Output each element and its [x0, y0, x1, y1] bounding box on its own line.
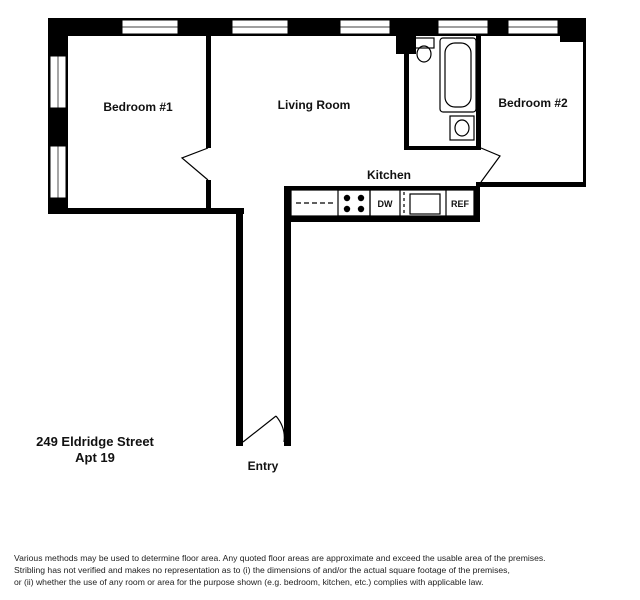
unit-number: Apt 19 — [75, 450, 115, 465]
stove — [337, 189, 371, 217]
street-address: 249 Eldridge Street — [36, 434, 154, 449]
walls — [48, 18, 586, 446]
disclaimer-line: or (ii) whether the use of any room or a… — [14, 577, 484, 587]
property-address: 249 Eldridge Street Apt 19 — [30, 434, 160, 466]
room-label-bedroom-2: Bedroom #2 — [498, 96, 568, 110]
dishwasher-label: DW — [378, 199, 393, 209]
room-label-kitchen: Kitchen — [367, 168, 411, 182]
kitchen-counter — [290, 189, 475, 217]
toilet — [413, 37, 435, 49]
room-label-living-room: Living Room — [278, 98, 351, 112]
doors — [180, 147, 501, 443]
windows — [49, 19, 559, 199]
bathtub — [439, 37, 477, 113]
disclaimer-line: Stribling has not verified and makes no … — [14, 565, 510, 575]
kitchen-sink — [409, 193, 441, 215]
disclaimer: Various methods may be used to determine… — [14, 552, 626, 588]
bathroom-fixtures — [413, 37, 477, 141]
disclaimer-line: Various methods may be used to determine… — [14, 553, 546, 563]
sink — [449, 115, 475, 141]
stove-burners — [343, 194, 365, 213]
room-label-entry: Entry — [248, 459, 279, 473]
refrigerator-label: REF — [451, 199, 470, 209]
room-label-bedroom-1: Bedroom #1 — [103, 100, 173, 114]
